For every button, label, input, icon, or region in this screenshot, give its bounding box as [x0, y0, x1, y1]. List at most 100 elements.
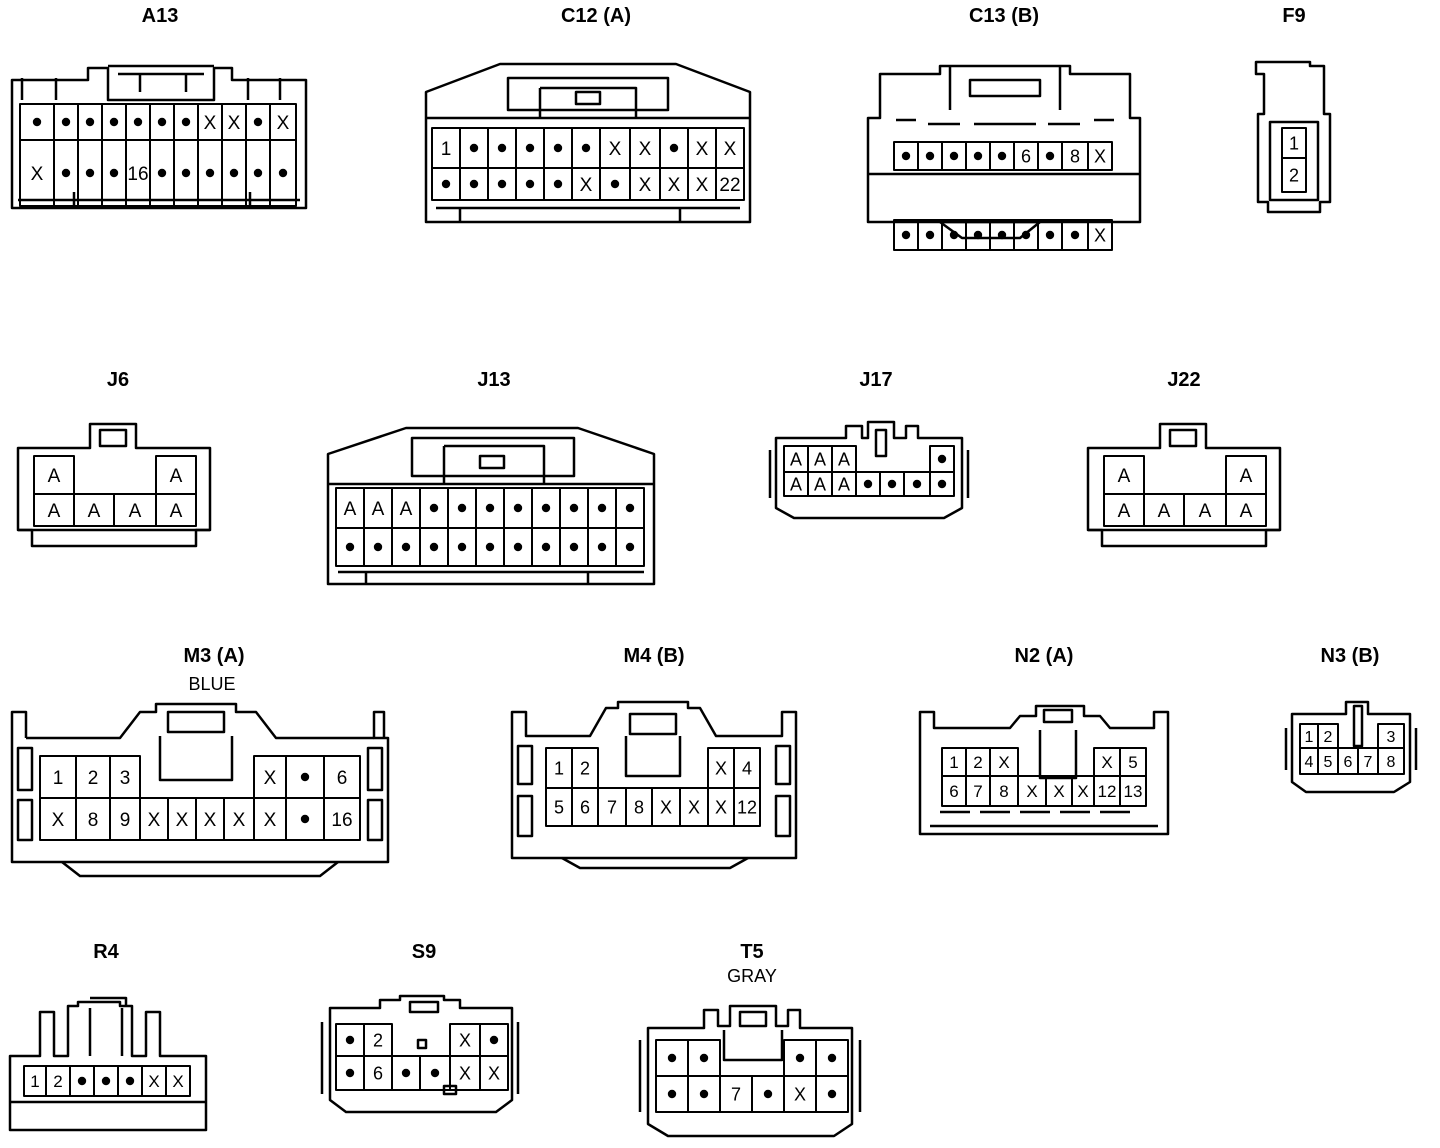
- pin-dot: [300, 772, 310, 782]
- pin-label: A: [1199, 501, 1212, 522]
- pin-unused-mark: X: [488, 1063, 500, 1083]
- pin-unused-mark: X: [696, 175, 709, 196]
- pin-unused-mark: X: [715, 797, 727, 817]
- pin-dot: [1070, 230, 1080, 240]
- pin-label: 1: [53, 768, 64, 789]
- pin-dot: [827, 1089, 837, 1099]
- pin-dot: [912, 479, 922, 489]
- pin-unused-mark: X: [1053, 782, 1064, 801]
- pin-dot: [667, 1089, 677, 1099]
- pin-label: A: [372, 499, 385, 520]
- pin-label: A: [814, 449, 826, 469]
- pin-dot: [901, 230, 911, 240]
- pin-dot: [457, 503, 467, 513]
- pin-label: 7: [973, 782, 982, 801]
- pin-dot: [457, 542, 467, 552]
- pin-label: 12: [737, 797, 757, 817]
- pin-dot: [597, 503, 607, 513]
- pin-label: 6: [373, 1063, 383, 1083]
- pin-label: 6: [949, 782, 958, 801]
- pin-cell: [323, 797, 361, 841]
- pin-dot: [949, 230, 959, 240]
- pin-label: A: [88, 501, 101, 522]
- pin-label: 1: [30, 1072, 39, 1091]
- pin-dot: [699, 1053, 709, 1063]
- pin-label: 6: [580, 797, 590, 817]
- pin-label: 12: [1098, 782, 1117, 801]
- pin-label: 3: [120, 768, 131, 789]
- pin-dot: [278, 168, 288, 178]
- pin-label: 2: [580, 758, 590, 778]
- connector-title: A13: [142, 5, 179, 27]
- pin-dot: [901, 151, 911, 161]
- pin-label: A: [838, 449, 850, 469]
- pin-label: 1: [949, 753, 958, 772]
- pin-dot: [997, 151, 1007, 161]
- pin-label: A: [344, 499, 357, 520]
- pin-unused-mark: X: [459, 1030, 471, 1050]
- pin-label: 5: [1324, 754, 1333, 771]
- pin-unused-mark: X: [204, 810, 217, 831]
- pin-dot: [669, 143, 679, 153]
- pin-dot: [373, 542, 383, 552]
- pin-label: 6: [1344, 754, 1353, 771]
- pin-unused-mark: X: [277, 113, 290, 134]
- pin-cell: [1225, 493, 1267, 527]
- pin-dot: [949, 151, 959, 161]
- connector-title: J17: [859, 369, 892, 391]
- pin-unused-mark: X: [264, 810, 277, 831]
- pin-label: 7: [607, 797, 617, 817]
- pin-dot: [925, 230, 935, 240]
- pin-label: 4: [1305, 754, 1314, 771]
- pin-dot: [181, 117, 191, 127]
- pin-unused-mark: X: [1094, 146, 1106, 166]
- pin-cell: [165, 1065, 191, 1097]
- connector-title: J13: [477, 369, 510, 391]
- pin-dot: [253, 168, 263, 178]
- pin-dot: [441, 179, 451, 189]
- pin-dot: [133, 117, 143, 127]
- pin-dot: [597, 542, 607, 552]
- pin-dot: [429, 542, 439, 552]
- pin-label: A: [170, 466, 183, 487]
- pin-label: 5: [554, 797, 564, 817]
- pin-dot: [887, 479, 897, 489]
- pin-dot: [253, 117, 263, 127]
- pin-unused-mark: X: [204, 113, 217, 134]
- pin-label: 2: [973, 753, 982, 772]
- pin-unused-mark: X: [176, 810, 189, 831]
- pin-label: 7: [731, 1084, 741, 1104]
- connector-title: C13 (B): [969, 5, 1039, 27]
- pin-dot: [973, 151, 983, 161]
- pin-grid: 12: [1281, 127, 1307, 193]
- pin-dot: [625, 503, 635, 513]
- pin-dot: [1045, 151, 1055, 161]
- pin-cell: [715, 167, 745, 201]
- pin-dot: [485, 503, 495, 513]
- pin-label: 9: [120, 810, 131, 831]
- pin-unused-mark: X: [794, 1084, 806, 1104]
- pin-dot: [973, 230, 983, 240]
- pin-unused-mark: X: [148, 1072, 159, 1091]
- pin-dot: [497, 179, 507, 189]
- pin-unused-mark: X: [580, 175, 593, 196]
- pin-unused-mark: X: [1026, 782, 1037, 801]
- pin-dot: [513, 503, 523, 513]
- pin-label: 8: [88, 810, 99, 831]
- pin-dot: [229, 168, 239, 178]
- pin-dot: [157, 168, 167, 178]
- pin-dot: [937, 479, 947, 489]
- pin-label: A: [1240, 466, 1253, 487]
